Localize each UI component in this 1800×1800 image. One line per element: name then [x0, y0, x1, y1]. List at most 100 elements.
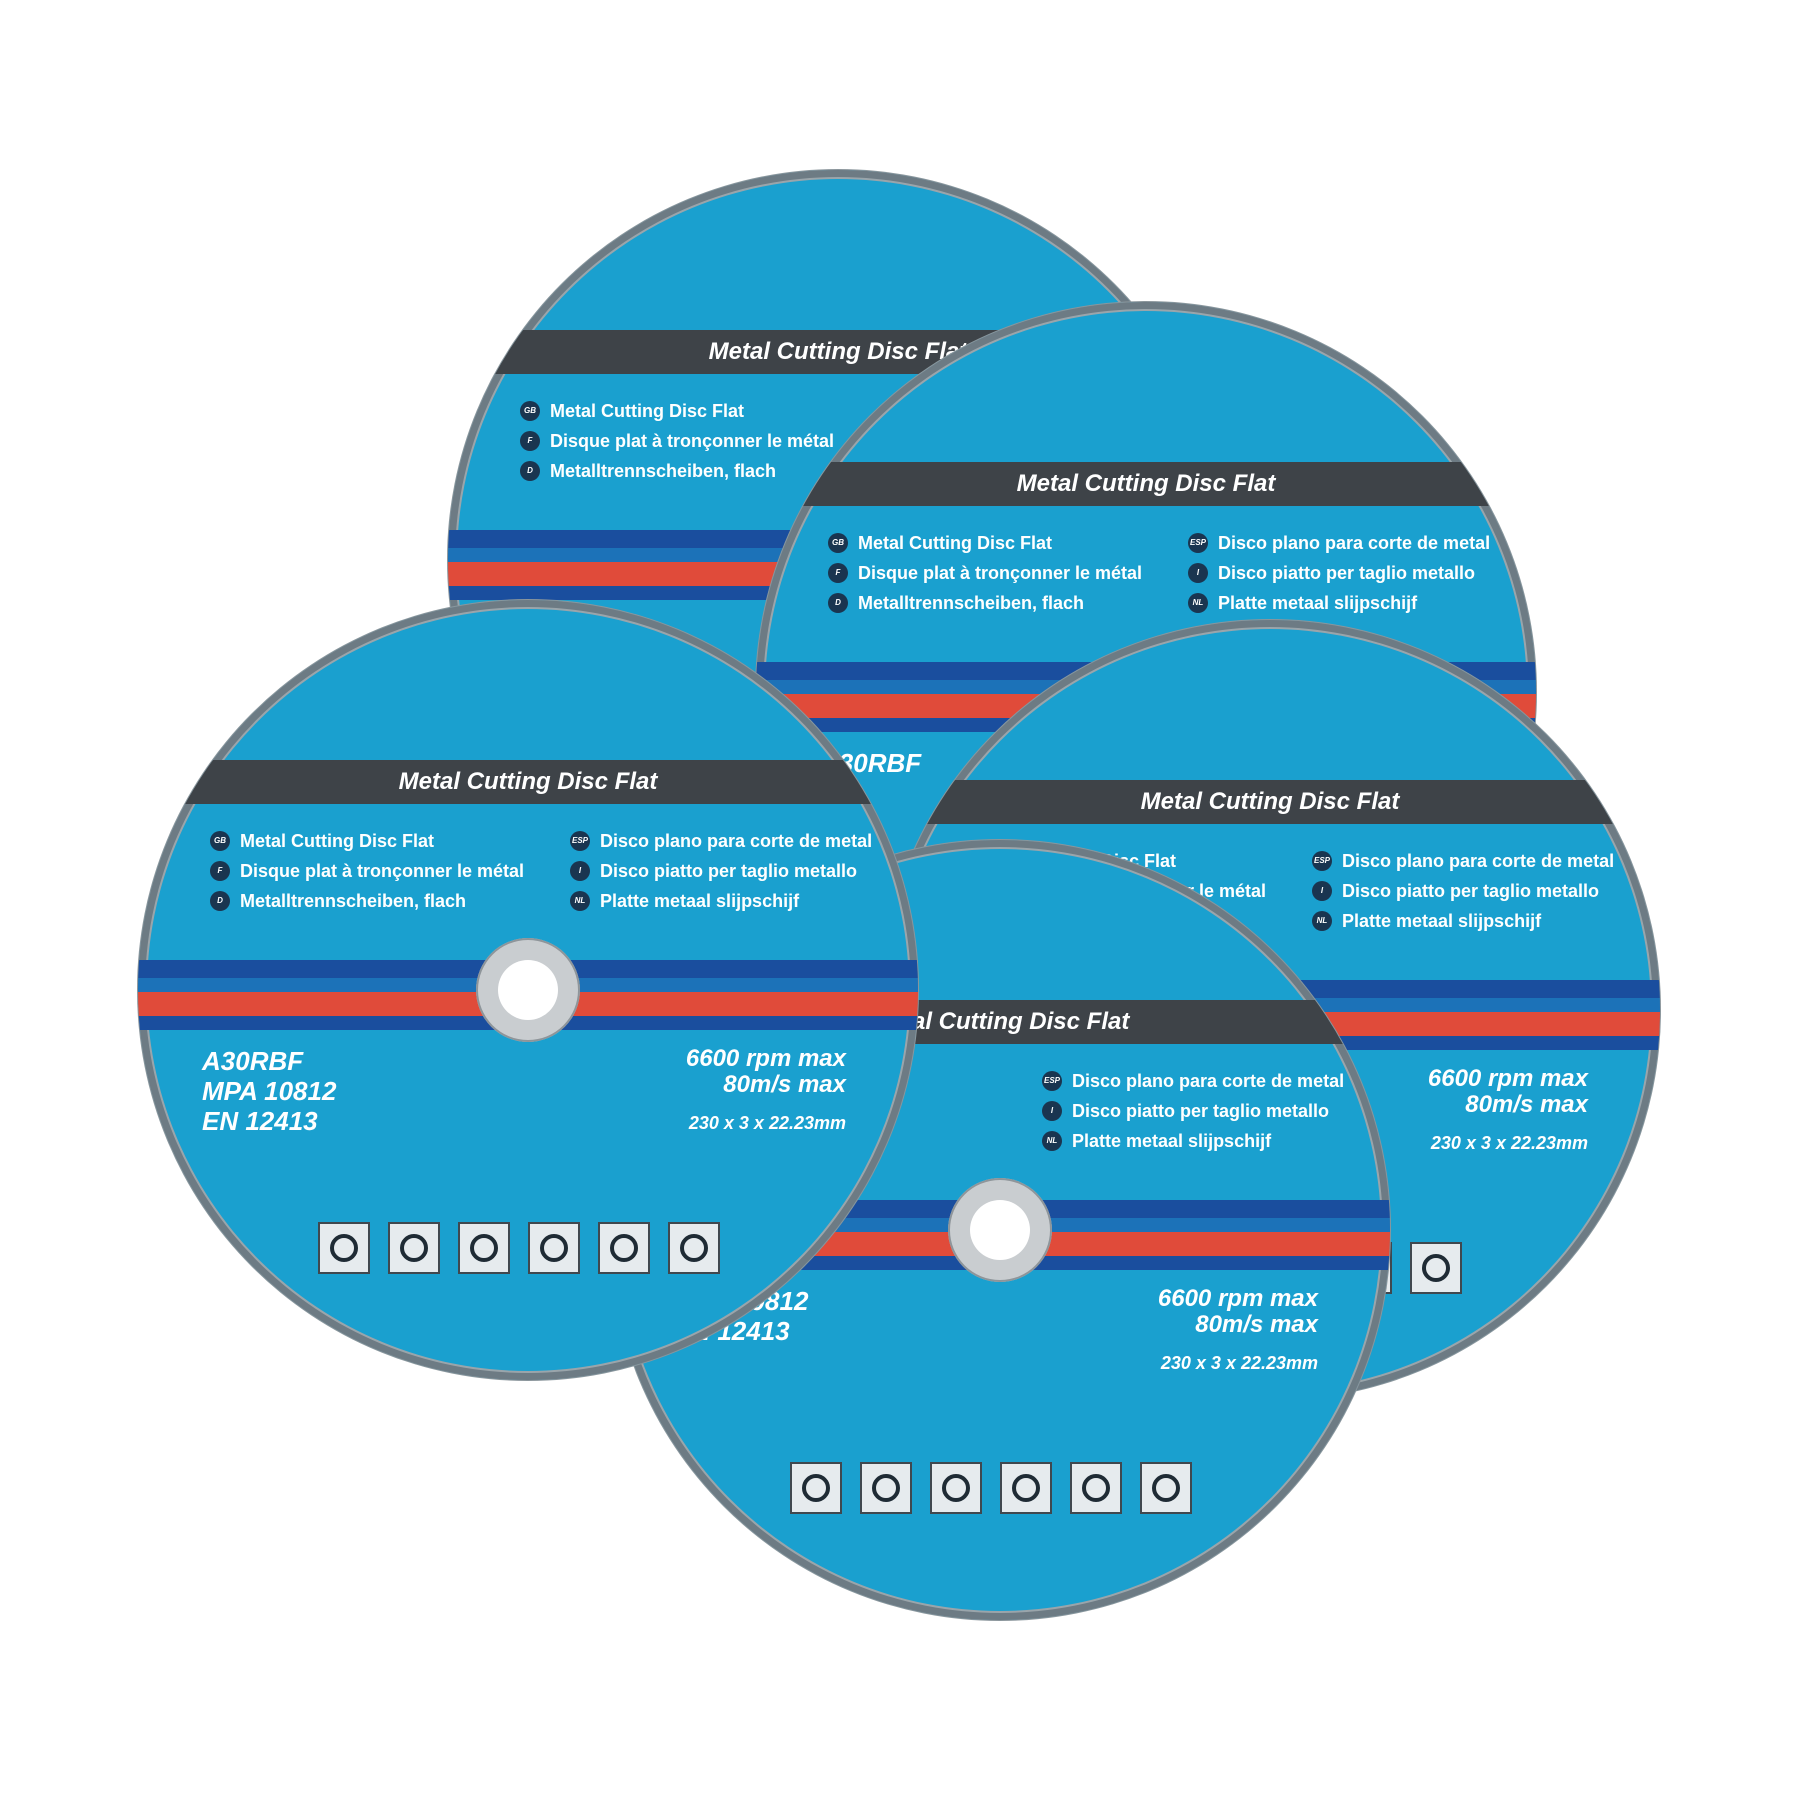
spec-block: 6600 rpm max 80m/s max 230 x 3 x 22.23mm [1428, 1066, 1588, 1156]
lang-text: Metal Cutting Disc Flat [550, 401, 745, 421]
lang-code-badge: ESP [1042, 1071, 1062, 1091]
read-manual-icon [1140, 1462, 1192, 1514]
lang-text: Metal Cutting Disc Flat [858, 533, 1053, 553]
lang-text: Metalltrennscheiben, flach [858, 593, 1085, 613]
no-damage-icon [1000, 1462, 1052, 1514]
read-manual-icon [1410, 1242, 1462, 1294]
lang-code-badge: F [828, 563, 848, 583]
lang-text: Platte metaal slijpschijf [1072, 1131, 1272, 1151]
lang-nl: NL Platte metaal slijpschijf [1188, 588, 1490, 618]
lang-code-badge: I [1042, 1101, 1062, 1121]
disc-face: Metal Cutting Disc Flat GB Metal Cutting … [138, 600, 918, 1380]
lang-f: F Disque plat à tronçonner le métal [210, 856, 524, 886]
lang-text: Platte metaal slijpschijf [1342, 911, 1542, 931]
arbor-hole [476, 938, 580, 1042]
language-list-right: ESP Disco plano para corte de metal I Disc… [1188, 528, 1490, 618]
lang-text: Disque plat à tronçonner le métal [240, 861, 525, 881]
lang-code-badge: D [520, 461, 540, 481]
language-list-left: GB Metal Cutting Disc Flat F Disque plat à… [520, 396, 834, 486]
lang-gb: GB Metal Cutting Disc Flat [828, 528, 1142, 558]
lang-text: Disque plat à tronçonner le métal [550, 431, 835, 451]
no-handheld-icon [458, 1222, 510, 1274]
rpm-rating: 6600 rpm max [685, 1045, 846, 1072]
lang-code-badge: I [1188, 563, 1208, 583]
title-band [756, 462, 1536, 506]
lang-text: Disco plano para corte de metal [1218, 533, 1491, 553]
lang-i: I Disco piatto per taglio metallo [1312, 876, 1614, 906]
lang-d: D Metalltrennscheiben, flach [828, 588, 1142, 618]
disc-title: Metal Cutting Disc Flat [398, 768, 658, 795]
lang-nl: NL Platte metaal slijpschijf [1042, 1126, 1344, 1156]
lang-d: D Metalltrennscheiben, flach [210, 886, 524, 916]
lang-text: Disco piatto per taglio metallo [1072, 1101, 1330, 1121]
spec-block: 6600 rpm max 80m/s max 230 x 3 x 22.23mm [1158, 1286, 1318, 1376]
lang-i: I Disco piatto per taglio metallo [1188, 558, 1490, 588]
arbor-hole-center [970, 1200, 1030, 1260]
lang-text: Platte metaal slijpschijf [1218, 593, 1418, 613]
lang-text: Disco plano para corte de metal [1072, 1071, 1345, 1091]
lang-code-badge: F [210, 861, 230, 881]
model-code: A30RBF [202, 1046, 304, 1076]
spec-block: 6600 rpm max 80m/s max 230 x 3 x 22.23mm [686, 1046, 846, 1136]
lang-esp: ESP Disco plano para corte de metal [570, 826, 872, 856]
lang-text: Disco piatto per taglio metallo [1342, 881, 1600, 901]
lang-f: F Disque plat à tronçonner le métal [828, 558, 1142, 588]
language-list-right: ESP Disco plano para corte de metal I Disc… [570, 826, 872, 916]
steel-beam-icon [598, 1222, 650, 1274]
lang-text: Disco plano para corte de metal [600, 831, 873, 851]
disc-title: Metal Cutting Disc Flat [708, 338, 968, 365]
lang-text: Disque plat à tronçonner le métal [858, 563, 1143, 583]
lang-code-badge: NL [1042, 1131, 1062, 1151]
lang-code-badge: ESP [1312, 851, 1332, 871]
lang-code-badge: GB [210, 831, 230, 851]
lang-code-badge: D [828, 593, 848, 613]
title-band [138, 760, 918, 804]
lang-code-badge: I [1312, 881, 1332, 901]
rpm-rating: 6600 rpm max [1157, 1285, 1318, 1312]
lang-text: Disco piatto per taglio metallo [1218, 563, 1476, 583]
title-band [880, 780, 1660, 824]
lang-f: F Disque plat à tronçonner le métal [520, 426, 834, 456]
lang-text: Platte metaal slijpschijf [600, 891, 800, 911]
lang-code-badge: NL [1188, 593, 1208, 613]
lang-code-badge: ESP [570, 831, 590, 851]
no-damage-icon [528, 1222, 580, 1274]
lang-text: Disco piatto per taglio metallo [600, 861, 858, 881]
lang-text: Metal Cutting Disc Flat [240, 831, 435, 851]
helmet-mask-icon [790, 1462, 842, 1514]
lang-esp: ESP Disco plano para corte de metal [1042, 1066, 1344, 1096]
lang-code-badge: NL [570, 891, 590, 911]
dimensions: 230 x 3 x 22.23mm [1430, 1133, 1588, 1153]
lang-code-badge: D [210, 891, 230, 911]
arbor-hole [948, 1178, 1052, 1282]
mpa-code: MPA 10812 [202, 1076, 337, 1106]
model-code-block: A30RBF MPA 10812 EN 12413 [202, 1046, 336, 1136]
lang-code-badge: GB [828, 533, 848, 553]
lang-gb: GB Metal Cutting Disc Flat [520, 396, 834, 426]
standard-code: EN 12413 [202, 1106, 318, 1136]
lang-code-badge: GB [520, 401, 540, 421]
read-manual-icon [668, 1222, 720, 1274]
lang-gb: GB Metal Cutting Disc Flat [210, 826, 524, 856]
lang-i: I Disco piatto per taglio metallo [570, 856, 872, 886]
lang-code-badge: ESP [1188, 533, 1208, 553]
lang-d: D Metalltrennscheiben, flach [520, 456, 834, 486]
speed-rating: 80m/s max [1195, 1311, 1318, 1338]
lang-code-badge: I [570, 861, 590, 881]
lang-esp: ESP Disco plano para corte de metal [1188, 528, 1490, 558]
dimensions: 230 x 3 x 22.23mm [1160, 1353, 1318, 1373]
lang-code-badge: F [520, 431, 540, 451]
lang-text: Metalltrennscheiben, flach [240, 891, 467, 911]
disc-title: Metal Cutting Disc Flat [1016, 470, 1276, 497]
lang-nl: NL Platte metaal slijpschijf [570, 886, 872, 916]
rpm-rating: 6600 rpm max [1427, 1065, 1588, 1092]
arbor-hole-center [498, 960, 558, 1020]
disc-front-left: Metal Cutting Disc Flat GB Metal Cutting … [138, 600, 918, 1380]
no-handheld-icon [930, 1462, 982, 1514]
lang-text: Metalltrennscheiben, flach [550, 461, 777, 481]
speed-rating: 80m/s max [723, 1071, 846, 1098]
steel-beam-icon [1070, 1462, 1122, 1514]
safety-icons [318, 1222, 720, 1274]
